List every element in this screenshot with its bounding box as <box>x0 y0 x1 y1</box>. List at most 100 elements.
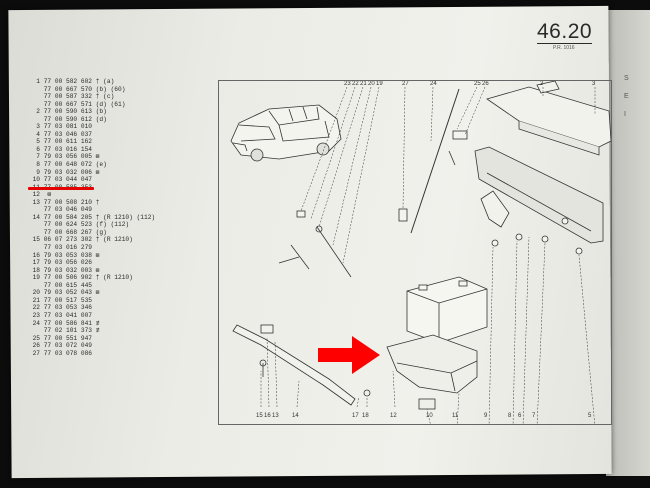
part-note: ⊠ <box>95 266 100 274</box>
side-mark: I <box>624 111 626 118</box>
battery-tray <box>386 334 478 410</box>
parts-list-row: 8 77 00 648 072 (e) <box>30 161 210 169</box>
part-note: † (R 1210) <box>95 236 133 244</box>
parts-list-row: 13 77 00 508 210 † <box>30 199 210 207</box>
part-reference: 79 03 056 005 <box>43 153 92 161</box>
part-index: 7 <box>36 153 40 161</box>
callout-number: 5 <box>588 413 592 419</box>
part-reference: 77 00 586 841 <box>43 319 92 327</box>
part-reference: 77 00 584 205 <box>43 213 92 221</box>
callout-number: 26 <box>482 81 489 87</box>
part-index: 18 <box>32 266 40 274</box>
callout-number: 8 <box>508 413 512 419</box>
part-index: 22 <box>32 304 40 312</box>
part-note: ≢ <box>95 327 100 335</box>
part-note: (b) (60) <box>95 85 126 93</box>
part-note: † (a) <box>95 78 115 85</box>
parts-list: 1 77 00 582 602 † (a) 77 00 667 570 (b) … <box>30 78 210 357</box>
parts-list-row: 77 02 101 373 ≢ <box>30 327 210 335</box>
side-mark: S <box>624 75 629 82</box>
parts-list-row: 77 03 016 279 <box>30 244 210 252</box>
part-note: (g) <box>95 228 107 236</box>
parts-list-row: 5 77 00 611 162 <box>30 138 210 146</box>
part-note: (f) (112) <box>95 221 130 229</box>
part-reference: 77 03 016 279 <box>43 244 92 252</box>
part-reference: 77 00 517 535 <box>43 296 92 304</box>
callout-number: 18 <box>362 413 369 419</box>
part-index: 24 <box>32 319 40 327</box>
parts-list-row: 77 00 624 523 (f) (112) <box>30 221 210 229</box>
adjacent-page-edge <box>606 10 650 476</box>
part-reference: 77 00 551 947 <box>43 334 92 342</box>
parts-list-row: 3 77 03 081 010 <box>30 123 210 131</box>
part-reference: 77 02 101 373 <box>43 327 92 335</box>
parts-list-row: 2 77 00 590 613 (b) <box>30 108 210 116</box>
parts-list-row: 15 06 07 273 302 † (R 1210) <box>30 236 210 244</box>
callout-number: 7 <box>532 413 536 419</box>
part-index: 13 <box>32 198 40 206</box>
part-index: 27 <box>32 349 40 357</box>
callout-number: 25 <box>474 81 481 87</box>
part-index: 14 <box>32 213 40 221</box>
part-reference: 06 07 273 302 <box>43 236 92 244</box>
callout-number: 12 <box>390 413 397 419</box>
parts-list-row: 77 00 668 267 (g) <box>30 229 210 237</box>
part-index: 2 <box>36 108 40 116</box>
part-note: ≢ <box>95 319 100 327</box>
leader-lines <box>260 86 596 424</box>
parts-list-row: 27 77 03 078 086 <box>30 350 210 358</box>
part-index: 9 <box>36 168 40 176</box>
red-highlight-underline <box>28 187 94 190</box>
part-note: ⊠ <box>47 191 52 199</box>
parts-list-row: 77 00 667 570 (b) (60) <box>30 86 210 94</box>
parts-list-row: 22 77 03 053 346 <box>30 304 210 312</box>
parts-list-row: 23 77 03 041 007 <box>30 312 210 320</box>
callout-number: 11 <box>452 413 459 419</box>
callout-number: 24 <box>430 81 437 87</box>
part-reference: 79 03 032 006 <box>43 168 92 176</box>
parts-list-row: 16 79 03 053 038 ⊠ <box>30 252 210 260</box>
part-reference: 77 00 590 613 <box>43 108 92 116</box>
part-reference: 77 03 046 049 <box>43 206 92 214</box>
car-illustration <box>230 104 342 162</box>
bolt-assembly <box>278 225 352 278</box>
callout-number: 3 <box>592 81 596 87</box>
part-index: 23 <box>32 311 40 319</box>
part-note: ⊠ <box>95 153 100 161</box>
parts-list-row: 77 00 667 571 (d) (61) <box>30 101 210 109</box>
part-reference: 79 03 056 026 <box>43 259 92 267</box>
part-index: 25 <box>32 334 40 342</box>
part-reference: 77 00 668 267 <box>43 228 92 236</box>
part-index: 20 <box>32 289 40 297</box>
part-reference: 77 03 053 346 <box>43 304 92 312</box>
part-note: † <box>95 198 100 206</box>
part-index: 5 <box>36 138 40 146</box>
section-sub-label: P.R. 1016 <box>553 45 575 51</box>
part-reference: 77 03 041 007 <box>43 311 92 319</box>
part-note: ⊠ <box>95 289 100 297</box>
part-index: 16 <box>32 251 40 259</box>
parts-list-row: 4 77 03 046 037 <box>30 131 210 139</box>
part-reference: 77 00 667 570 <box>43 85 92 93</box>
parts-list-row: 77 03 046 049 <box>30 206 210 214</box>
part-reference: 77 03 081 010 <box>43 123 92 131</box>
part-note: † (c) <box>95 93 115 101</box>
part-note: † (R 1210) <box>95 274 133 282</box>
battery <box>406 276 488 344</box>
part-note: ⊠ <box>95 168 100 176</box>
part-index: 8 <box>36 161 40 169</box>
parts-list-row: 6 77 03 016 154 <box>30 146 210 154</box>
section-number: 46.20 <box>537 20 593 44</box>
rear-shelf-panel <box>486 81 611 156</box>
callout-number: 27 <box>402 81 409 87</box>
callout-number: 16 <box>264 413 271 419</box>
part-reference: 77 03 016 154 <box>43 145 92 153</box>
lower-shelf-panel <box>474 146 604 244</box>
part-reference: 77 03 072 049 <box>43 342 92 350</box>
parts-list-row: 25 77 00 551 947 <box>30 335 210 343</box>
callout-number: 15 <box>256 413 263 419</box>
